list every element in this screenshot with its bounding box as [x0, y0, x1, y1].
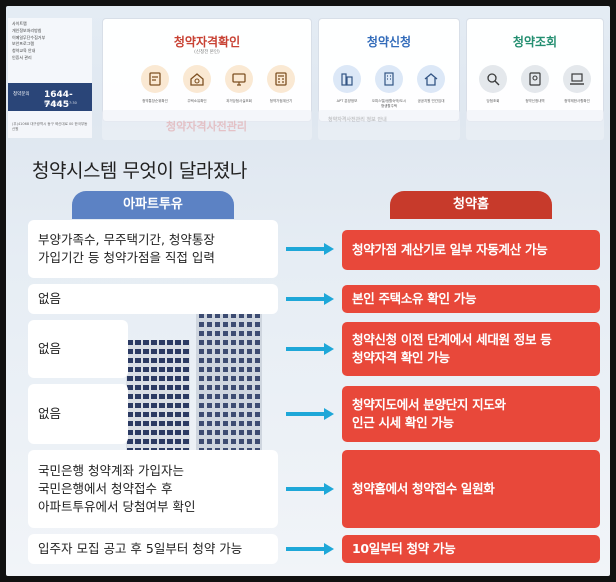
house-search-icon[interactable] — [183, 65, 211, 93]
left-row-2: 없음 — [28, 284, 278, 314]
website-screenshot-strip: 사이트맵 개인정보처리방침 이메일무단수집거부 보안프로그램 청약교육 안내 인… — [6, 6, 610, 142]
arrow-right-icon — [286, 543, 334, 555]
phone-number: 1644-7445 — [44, 90, 73, 110]
left-row-bg — [28, 384, 128, 444]
left-row-4: 없음 — [28, 384, 278, 444]
card-title: 청약신청 — [366, 35, 412, 49]
left-row-text: 없음 — [38, 291, 62, 306]
footer-address: (우)41068 대구광역시 동구 혁신대로 00 한국부동산원 — [12, 122, 88, 131]
icon-caption: 오피스텔/생활숙박/도시형생활주택 — [371, 99, 407, 108]
icon-caption: 당첨조회 — [486, 99, 500, 103]
arrow-right-icon — [286, 343, 334, 355]
right-row-text: 청약가점 계산기로 일부 자동계산 가능 — [352, 242, 548, 257]
faded-heading: 청약자격사전관리 — [166, 120, 247, 133]
footer-link[interactable]: 이메일무단수집거부 — [12, 34, 46, 40]
magnifier-icon[interactable] — [479, 65, 507, 93]
footer-link[interactable]: 사이트맵 — [12, 21, 27, 26]
left-row-text: 아파트투유에서 당첨여부 확인 — [38, 499, 196, 514]
right-row-2: 본인 주택소유 확인 가능 — [342, 285, 600, 313]
faded-card — [466, 110, 604, 140]
right-row-text: 청약신청 이전 단계에서 세대원 정보 등 — [352, 332, 552, 347]
arrow-right-icon — [286, 243, 334, 255]
right-row-text: 본인 주택소유 확인 가능 — [352, 291, 477, 306]
right-row-text: 청약지도에서 분양단지 지도와 — [352, 397, 506, 412]
document-check-icon[interactable] — [141, 65, 169, 93]
calculator-icon[interactable] — [267, 65, 295, 93]
icon-caption: 청약제한사항확인 — [564, 99, 590, 103]
icon-caption: 청약통장순위확인 — [142, 99, 168, 103]
arrow-right-icon — [286, 293, 334, 305]
card-title: 청약조회 — [512, 35, 558, 49]
left-row-text: 부양가족수, 무주택기간, 청약통장 — [38, 232, 215, 247]
left-row-text: 국민은행 청약계좌 가입자는 — [38, 463, 184, 478]
office-building-icon[interactable] — [375, 65, 403, 93]
icon-caption: APT 분양정보 — [336, 99, 358, 103]
headline: 청약시스템 무엇이 달라졌나 — [32, 160, 247, 182]
site-footer-info: 사이트맵 개인정보처리방침 이메일무단수집거부 보안프로그램 청약교육 안내 인… — [8, 18, 92, 138]
footer-links: 사이트맵 개인정보처리방침 이메일무단수집거부 보안프로그램 청약교육 안내 인… — [12, 21, 88, 62]
left-row-bg — [28, 320, 128, 378]
phone-label: 청약문의 — [13, 92, 30, 97]
footer-link[interactable]: 인증서 관리 — [12, 54, 32, 60]
left-row-text: 없음 — [38, 341, 62, 356]
left-row-text: 없음 — [38, 406, 62, 421]
faded-card — [318, 110, 460, 140]
left-column-header: 아파트투유 — [72, 191, 234, 219]
left-row-3: 없음 — [28, 320, 278, 378]
left-row-1: 부양가족수, 무주택기간, 청약통장 가입기간 등 청약가점을 직접 입력 — [28, 220, 278, 278]
icon-caption: 청약신청내역 — [525, 99, 545, 103]
right-row-1: 청약가점 계산기로 일부 자동계산 가능 — [342, 230, 600, 270]
apartment-icon[interactable] — [333, 65, 361, 93]
left-row-text: 국민은행에서 청약접수 후 — [38, 481, 173, 496]
left-row-5: 국민은행 청약계좌 가입자는 국민은행에서 청약접수 후 아파트투유에서 당첨여… — [28, 450, 278, 528]
infographic-panel: 사이트맵 개인정보처리방침 이메일무단수집거부 보안프로그램 청약교육 안내 인… — [6, 6, 610, 576]
right-row-5: 청약홈에서 청약접수 일원화 — [342, 450, 600, 528]
footer-link[interactable]: 보안프로그램 — [12, 41, 35, 47]
right-row-6: 10일부터 청약 가능 — [342, 535, 600, 563]
card-title: 청약자격확인 — [173, 35, 241, 49]
icon-caption: 과거당첨사실조회 — [226, 99, 252, 103]
faded-subheading: 청약자격사전관리 정보 안내 — [328, 117, 387, 123]
apartment-buildings-illustration — [126, 302, 262, 462]
phone-contact-box: 청약문의 1644-7445 평일 09:00 ~ 17:30 — [8, 83, 92, 111]
monitor-icon[interactable] — [225, 65, 253, 93]
arrow-right-icon — [286, 483, 334, 495]
footer-link[interactable]: 청약교육 안내 — [12, 48, 36, 54]
right-row-text: 인근 시세 확인 가능 — [352, 415, 454, 430]
id-card-icon[interactable] — [521, 65, 549, 93]
icon-caption: 주택소유확인 — [187, 99, 207, 103]
right-row-3: 청약신청 이전 단계에서 세대원 정보 등 청약자격 확인 가능 — [342, 322, 600, 376]
right-row-text: 10일부터 청약 가능 — [352, 541, 456, 556]
left-row-text: 입주자 모집 공고 후 5일부터 청약 가능 — [38, 541, 243, 556]
arrow-right-icon — [286, 408, 334, 420]
right-row-4: 청약지도에서 분양단지 지도와 인근 시세 확인 가능 — [342, 386, 600, 442]
right-row-text: 청약자격 확인 가능 — [352, 350, 450, 365]
card-subscription-inquiry[interactable]: 청약조회 당첨조회 청약신청내역 청약제한사항확인 — [466, 18, 604, 122]
laptop-icon[interactable] — [563, 65, 591, 93]
right-row-text: 청약홈에서 청약접수 일원화 — [352, 481, 495, 496]
left-row-text: 가입기간 등 청약가점을 직접 입력 — [38, 250, 215, 265]
card-subscription-apply[interactable]: 청약신청 APT 분양정보 오피스텔/생활숙박/도시형생활주택 공공지원 민간임… — [318, 18, 460, 122]
card-subtitle: (신청전 본인) — [194, 50, 220, 55]
card-eligibility-check[interactable]: 청약자격확인 (신청전 본인) 청약통장순위확인 주택소유확인 과거당첨사실조회… — [102, 18, 312, 122]
house-icon[interactable] — [417, 65, 445, 93]
faded-card — [102, 110, 312, 140]
icon-caption: 청약가점계산기 — [269, 99, 293, 103]
phone-hours: 평일 09:00 ~ 17:30 — [44, 101, 77, 105]
left-row-6: 입주자 모집 공고 후 5일부터 청약 가능 — [28, 534, 278, 564]
right-column-header: 청약홈 — [390, 191, 552, 219]
icon-caption: 공공지원 민간임대 — [417, 99, 445, 103]
footer-link[interactable]: 개인정보처리방침 — [12, 27, 42, 33]
